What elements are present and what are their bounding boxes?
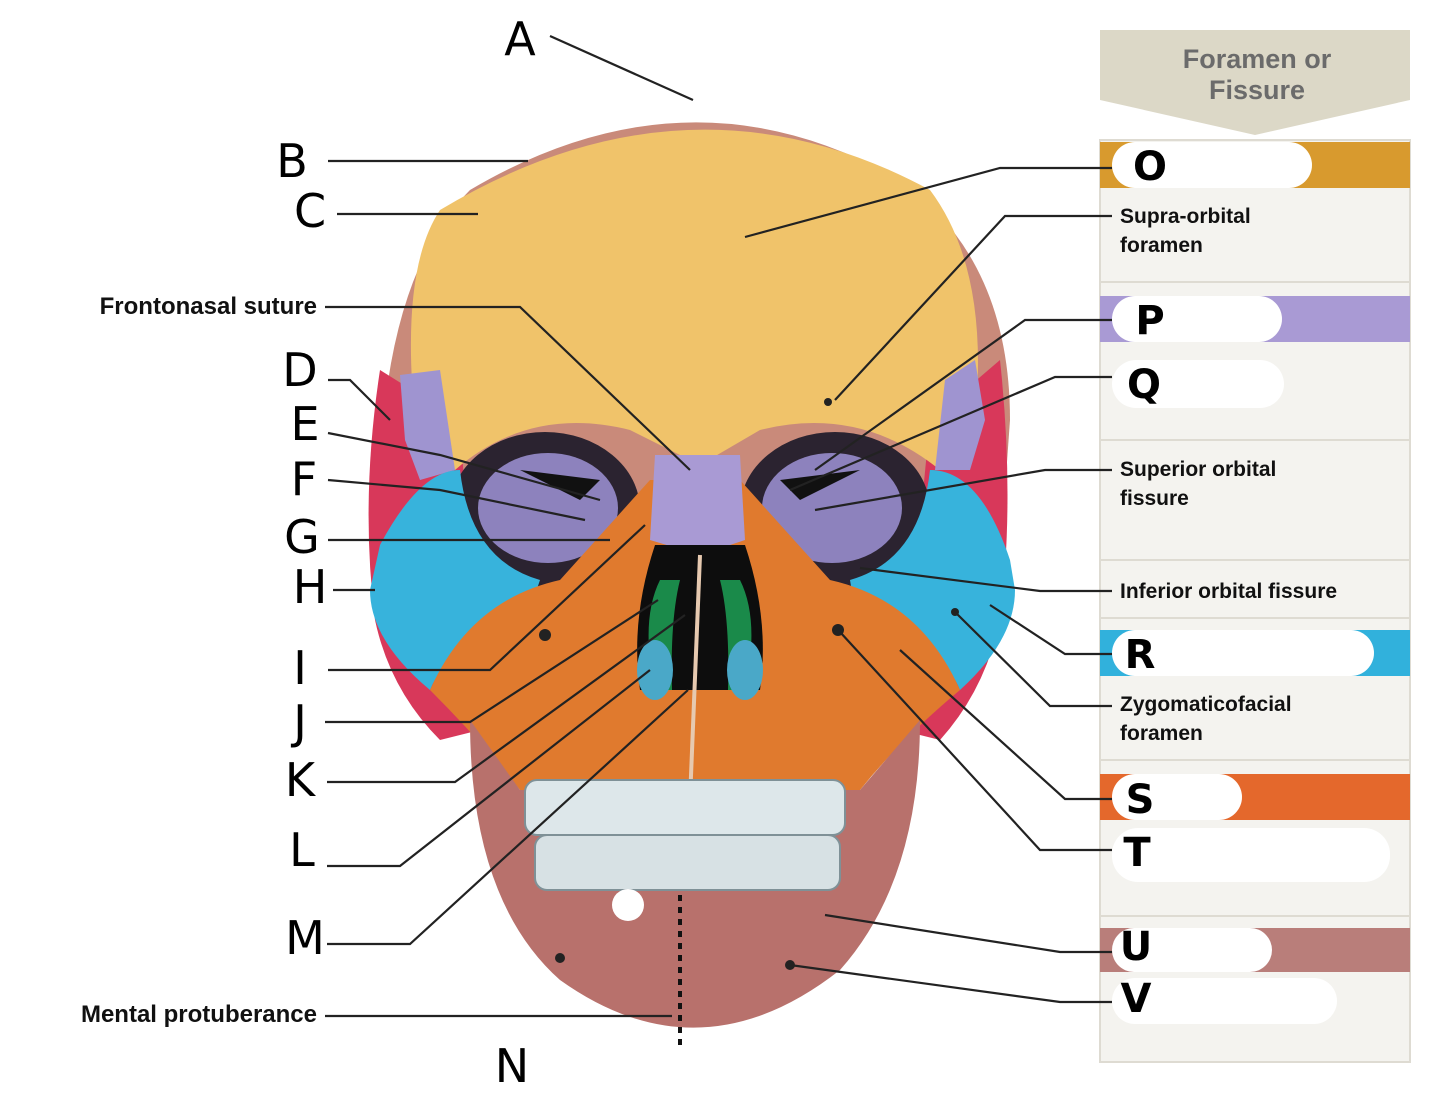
leader-D [328,378,391,421]
superior-orbital-fissure-right [780,470,860,500]
label-P: P [1135,298,1164,344]
sphenoid-left [400,370,455,480]
leader-O [744,166,1112,239]
label-L: L [289,823,315,877]
answer-box-S[interactable] [1112,774,1242,820]
leader-superior-orbital [814,468,1112,512]
leader-K [327,614,686,784]
label-E: E [290,397,319,451]
answer-box-V[interactable] [1112,978,1337,1024]
superior-orbital-label-2: fissure [1120,487,1189,510]
zygomaticofacial-label-1: Zygomaticofacial [1120,693,1292,716]
sphenoid-right [935,360,985,470]
nasal-bone [650,455,745,555]
label-Q: Q [1127,362,1161,408]
leader-F [327,478,586,522]
answer-box-O[interactable] [1112,142,1312,188]
label-V: V [1121,976,1152,1022]
mental-foramen-left [555,953,565,963]
answer-box-R[interactable] [1112,630,1374,676]
leader-J [325,599,659,724]
zygomaticofacial-label-2: foramen [1120,722,1203,745]
foramen-panel: Foramen or Fissure Supra-orbital foramen… [1099,30,1411,1063]
label-K: K [285,753,317,807]
label-I: I [293,641,307,695]
leader-S [899,649,1112,801]
leader-L [327,669,651,868]
leader-E [327,431,601,502]
supraorbital-label-1: Supra-orbital [1120,205,1251,228]
superior-orbital-fissure-left [520,470,600,500]
leader-Q [789,375,1112,492]
letter-labels: A B C Frontonasal suture D E F G H I J K… [81,12,1167,1093]
answer-box-P[interactable] [1112,296,1282,342]
label-B: B [276,134,308,188]
label-R: R [1125,632,1156,678]
supraorbital-label-2: foramen [1120,234,1203,257]
leader-R [989,604,1112,656]
panel-column [1100,140,1410,1062]
nasal-septum [688,554,702,801]
frontonasal-label: Frontonasal suture [100,293,317,320]
label-O: O [1133,144,1167,190]
mental-label: Mental protuberance [81,1001,317,1028]
leader-U [824,913,1112,954]
label-S: S [1126,777,1155,823]
skull-illustration [368,122,1015,1045]
inferior-concha-left [637,640,673,700]
leader-V [789,963,1112,1004]
label-T: T [1123,830,1151,876]
label-N: N [495,1039,529,1093]
lower-teeth [534,834,841,891]
label-A: A [504,12,536,66]
answer-box-U[interactable] [1112,928,1272,972]
superior-orbital-label-1: Superior orbital [1120,458,1276,481]
label-H: H [293,560,328,614]
label-G: G [284,510,320,564]
inferior-concha-right [727,640,763,700]
leader-zygomaticofacial [954,611,1112,708]
inferior-orbital-label: Inferior orbital fissure [1120,580,1337,603]
leader-frontonasal [325,305,691,471]
answer-box-Q[interactable] [1112,360,1284,408]
label-F: F [291,452,317,506]
leader-inferior-orbital [859,566,1112,593]
frontal-bone [410,129,979,470]
label-J: J [290,695,307,749]
leader-M [327,689,689,946]
infraorbital-foramen-left [539,629,551,641]
label-U: U [1120,924,1152,970]
leader-I [328,524,646,672]
leader-T [839,631,1112,852]
label-M: M [285,911,325,965]
supraorbital-foramen [824,398,832,406]
label-C: C [294,184,326,238]
leader-supraorbital [834,214,1112,401]
leader-lines [325,34,1112,1018]
answer-box-T[interactable] [1112,828,1390,882]
leader-P [814,318,1112,471]
upper-teeth [524,779,846,836]
panel-header [1100,30,1410,135]
leader-A [549,34,694,102]
label-D: D [282,343,317,397]
white-spot [612,889,644,921]
panel-header-line-2: Fissure [1209,75,1305,105]
panel-header-line-1: Foramen or [1183,44,1332,74]
panel-column-border [1099,139,1411,1063]
